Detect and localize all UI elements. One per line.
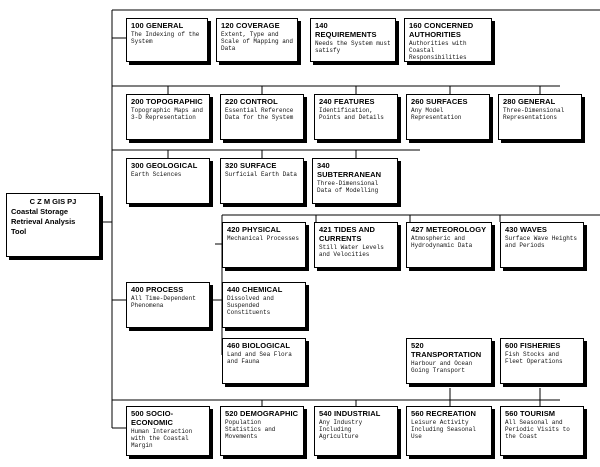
node-430-waves: 430 WAVES Surface Wave Heights and Perio… <box>500 222 584 268</box>
node-description: Earth Sciences <box>131 171 182 178</box>
node-400-process: 400 PROCESS All Time-Dependent Phenomena <box>126 282 210 328</box>
node-100-general: 100 GENERAL The Indexing of the System <box>126 18 208 62</box>
node-title: 500 SOCIO-ECONOMIC <box>131 409 174 427</box>
node-description: Population Statistics and Movements <box>225 419 276 440</box>
node-description: Surficial Earth Data <box>225 171 298 178</box>
node-description: The Indexing of the System <box>131 31 200 45</box>
node-title: 540 INDUSTRIAL <box>319 409 381 418</box>
node-title: 200 TOPOGRAPHIC <box>131 97 203 106</box>
node-220-control: 220 CONTROL Essential Reference Data for… <box>220 94 304 140</box>
node-title: 430 WAVES <box>505 225 548 234</box>
node-title: 440 CHEMICAL <box>227 285 283 294</box>
node-140-requirements: 140 REQUIREMENTS Needs the System must s… <box>310 18 396 62</box>
node-description: Three-Dimensional Representations <box>503 107 565 121</box>
node-description: Atmospheric and Hydrodynamic Data <box>411 235 473 249</box>
node-description: Any Industry Including Agriculture <box>319 419 363 440</box>
node-description: Still Water Levels and Velocities <box>319 244 384 258</box>
node-title: 427 METEOROLOGY <box>411 225 487 234</box>
root-line-1: C Z M GIS PJ <box>29 197 77 206</box>
node-title: 421 TIDES AND CURRENTS <box>319 225 376 243</box>
node-title: 260 SURFACES <box>411 97 468 106</box>
node-description: Harbour and Ocean Going Transport <box>411 360 473 374</box>
node-description: Land and Sea Flora and Fauna <box>227 351 292 365</box>
node-421-tides-and-currents: 421 TIDES AND CURRENTS Still Water Level… <box>314 222 398 268</box>
node-title: 240 FEATURES <box>319 97 375 106</box>
node-200-topographic: 200 TOPOGRAPHIC Topographic Maps and 3-D… <box>126 94 210 140</box>
node-540-industrial: 540 INDUSTRIAL Any Industry Including Ag… <box>314 406 398 456</box>
node-427-meteorology: 427 METEOROLOGY Atmospheric and Hydrodyn… <box>406 222 492 268</box>
node-560-recreation: 560 RECREATION Leisure Activity Includin… <box>406 406 492 456</box>
node-title: 520 DEMOGRAPHIC <box>225 409 299 418</box>
node-title: 100 GENERAL <box>131 21 184 30</box>
node-description: All Time-Dependent Phenomena <box>131 295 196 309</box>
node-title: 160 CONCERNED AUTHORITIES <box>409 21 474 39</box>
node-title: 140 REQUIREMENTS <box>315 21 377 39</box>
node-description: Fish Stocks and Fleet Operations <box>505 351 563 365</box>
node-340-subterranean: 340 SUBTERRANEAN Three-Dimensional Data … <box>312 158 398 204</box>
node-description: Three-Dimensional Data of Modelling <box>317 180 379 194</box>
node-title: 420 PHYSICAL <box>227 225 281 234</box>
root-node-czm-gis: C Z M GIS PJ Coastal Storage Retrieval A… <box>6 193 100 257</box>
node-title: 600 FISHERIES <box>505 341 561 350</box>
root-line-3: Retrieval Analysis <box>11 217 76 226</box>
node-160-concerned-authorities: 160 CONCERNED AUTHORITIES Authorities wi… <box>404 18 492 62</box>
node-description: Authorities with Coastal Responsibilitie… <box>409 40 467 61</box>
node-560-tourism: 560 TOURISM All Seasonal and Periodic Vi… <box>500 406 584 456</box>
node-title: 460 BIOLOGICAL <box>227 341 291 350</box>
node-description: Dissolved and Suspended Constituents <box>227 295 274 316</box>
node-420-physical: 420 PHYSICAL Mechanical Processes <box>222 222 306 268</box>
node-title: 320 SURFACE <box>225 161 277 170</box>
node-description: Identification, Points and Details <box>319 107 384 121</box>
node-120-coverage: 120 COVERAGE Extent, Type and Scale of M… <box>216 18 298 62</box>
node-title: 340 SUBTERRANEAN <box>317 161 382 179</box>
node-title: 560 TOURISM <box>505 409 556 418</box>
node-240-features: 240 FEATURES Identification, Points and … <box>314 94 398 140</box>
node-520-demographic: 520 DEMOGRAPHIC Population Statistics an… <box>220 406 304 456</box>
node-description: Surface Wave Heights and Periods <box>505 235 578 249</box>
node-title: 220 CONTROL <box>225 97 278 106</box>
root-line-4: Tool <box>11 227 27 236</box>
node-260-surfaces: 260 SURFACES Any Model Representation <box>406 94 490 140</box>
node-description: Human Interaction with the Coastal Margi… <box>131 428 193 449</box>
node-description: Topographic Maps and 3-D Representation <box>131 107 204 121</box>
node-description: Leisure Activity Including Seasonal Use <box>411 419 476 440</box>
node-300-geological: 300 GEOLOGICAL Earth Sciences <box>126 158 210 204</box>
root-line-2: Coastal Storage <box>11 207 69 216</box>
node-title: 120 COVERAGE <box>221 21 280 30</box>
node-description: Extent, Type and Scale of Mapping and Da… <box>221 31 294 52</box>
node-description: Mechanical Processes <box>227 235 300 242</box>
node-description: All Seasonal and Periodic Visits to the … <box>505 419 570 440</box>
node-description: Needs the System must satisfy <box>315 40 391 54</box>
node-title: 280 GENERAL <box>503 97 556 106</box>
node-title: 560 RECREATION <box>411 409 477 418</box>
node-320-surface: 320 SURFACE Surficial Earth Data <box>220 158 304 204</box>
node-280-general: 280 GENERAL Three-Dimensional Representa… <box>498 94 582 140</box>
node-description: Essential Reference Data for the System <box>225 107 294 121</box>
node-description: Any Model Representation <box>411 107 462 121</box>
node-520-transportation: 520 TRANSPORTATION Harbour and Ocean Goi… <box>406 338 492 384</box>
node-440-chemical: 440 CHEMICAL Dissolved and Suspended Con… <box>222 282 306 328</box>
node-460-biological: 460 BIOLOGICAL Land and Sea Flora and Fa… <box>222 338 306 384</box>
node-title: 400 PROCESS <box>131 285 184 294</box>
node-500-socio-economic: 500 SOCIO-ECONOMIC Human Interaction wit… <box>126 406 210 456</box>
node-title: 520 TRANSPORTATION <box>411 341 482 359</box>
node-title: 300 GEOLOGICAL <box>131 161 198 170</box>
node-600-fisheries: 600 FISHERIES Fish Stocks and Fleet Oper… <box>500 338 584 384</box>
